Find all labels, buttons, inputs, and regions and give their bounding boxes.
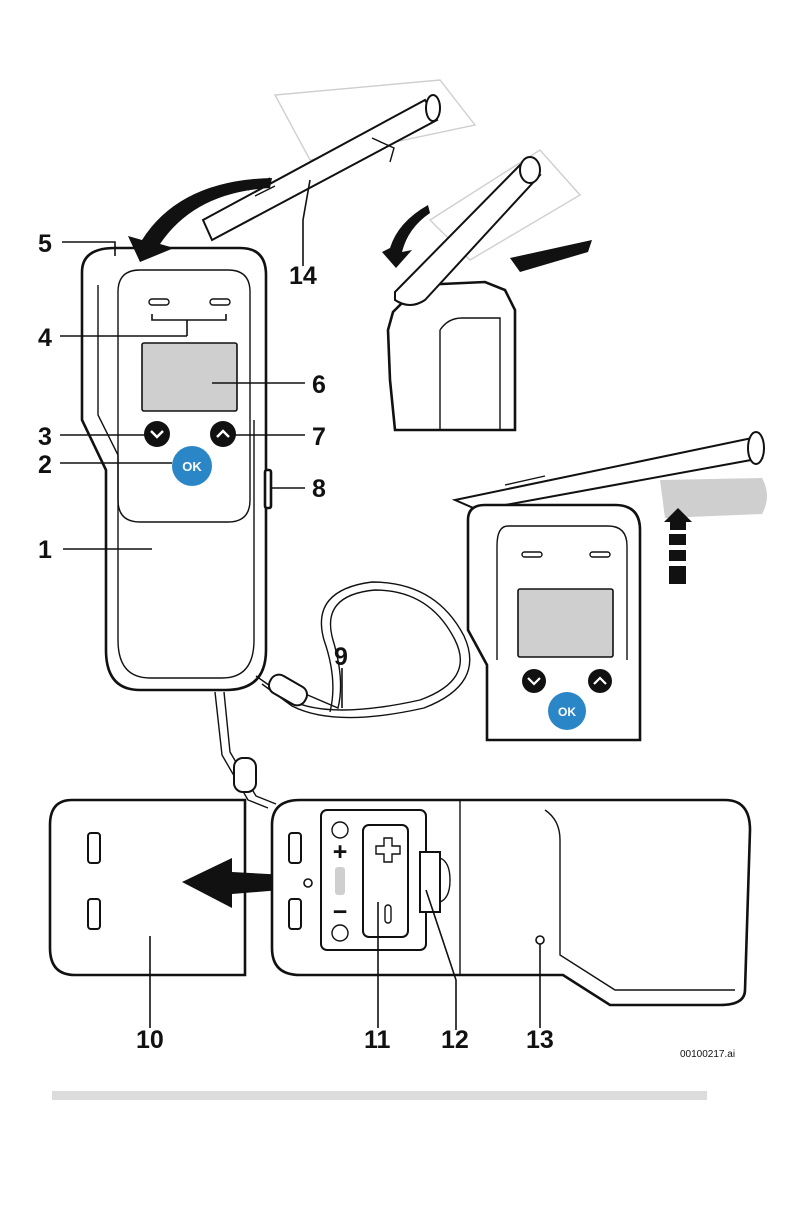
callout-10: 10 <box>136 1026 164 1054</box>
up-button <box>210 421 236 447</box>
footer-bar <box>52 1091 707 1100</box>
callout-11: 11 <box>364 1026 391 1054</box>
inset-attach <box>382 150 592 430</box>
callout-9: 9 <box>334 643 348 671</box>
device-back: + − <box>272 800 750 1005</box>
callout-4: 4 <box>38 324 52 352</box>
callout-12: 12 <box>441 1026 469 1054</box>
battery-plus-sign: + <box>333 838 348 866</box>
file-reference: 00100217.ai <box>680 1049 735 1060</box>
callout-8: 8 <box>312 475 326 503</box>
ok-label: OK <box>182 459 202 474</box>
callout-7: 7 <box>312 423 326 451</box>
pipette-removal <box>128 80 475 262</box>
inset-ok-label: OK <box>558 705 576 719</box>
side-key <box>265 470 271 508</box>
callout-3: 3 <box>38 423 52 451</box>
inset-clip: OK <box>455 432 767 740</box>
screen <box>142 343 237 411</box>
battery-cover <box>50 800 305 975</box>
callout-13: 13 <box>526 1026 554 1054</box>
callout-1: 1 <box>38 536 52 564</box>
main-device: OK <box>82 248 271 690</box>
callout-5: 5 <box>38 230 52 258</box>
callout-14: 14 <box>289 262 317 290</box>
down-button <box>144 421 170 447</box>
callout-2: 2 <box>38 451 52 479</box>
battery-minus-sign: − <box>333 898 348 926</box>
callout-6: 6 <box>312 371 326 399</box>
